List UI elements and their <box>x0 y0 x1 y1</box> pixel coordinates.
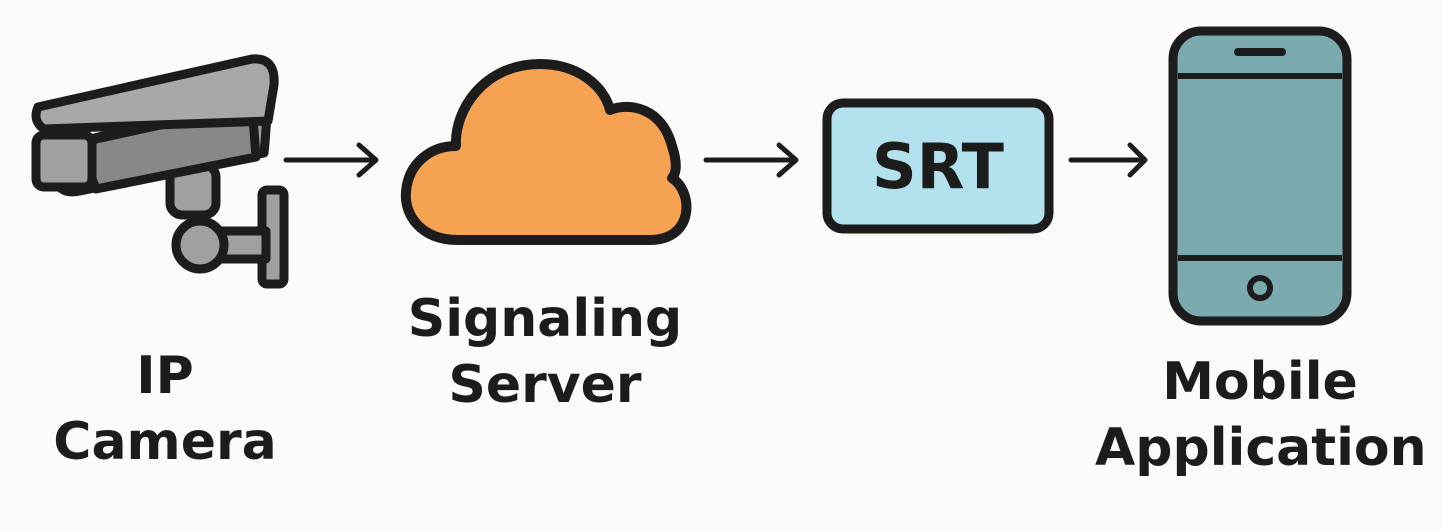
mobile-application-label-line1: Mobile <box>1162 352 1358 412</box>
smartphone-icon <box>1168 26 1352 326</box>
srt-box: SRT <box>822 98 1054 234</box>
ip-camera-label: IP Camera <box>40 343 290 475</box>
signaling-server-label-line2: Server <box>448 355 642 415</box>
srt-label: SRT <box>872 130 1004 203</box>
ip-camera-label-line1: IP <box>136 346 194 406</box>
arrow-right-icon <box>1068 142 1148 178</box>
signaling-server-label: Signaling Server <box>395 286 695 418</box>
security-camera-icon <box>31 54 289 289</box>
signaling-server-label-line1: Signaling <box>407 289 683 349</box>
arrow-right-icon <box>703 142 799 178</box>
ip-camera-label-line2: Camera <box>53 412 277 472</box>
mobile-application-label: Mobile Application <box>1095 349 1427 481</box>
mobile-application-label-line2: Application <box>1095 418 1427 478</box>
cloud-icon <box>400 59 692 245</box>
arrow-right-icon <box>283 142 379 178</box>
